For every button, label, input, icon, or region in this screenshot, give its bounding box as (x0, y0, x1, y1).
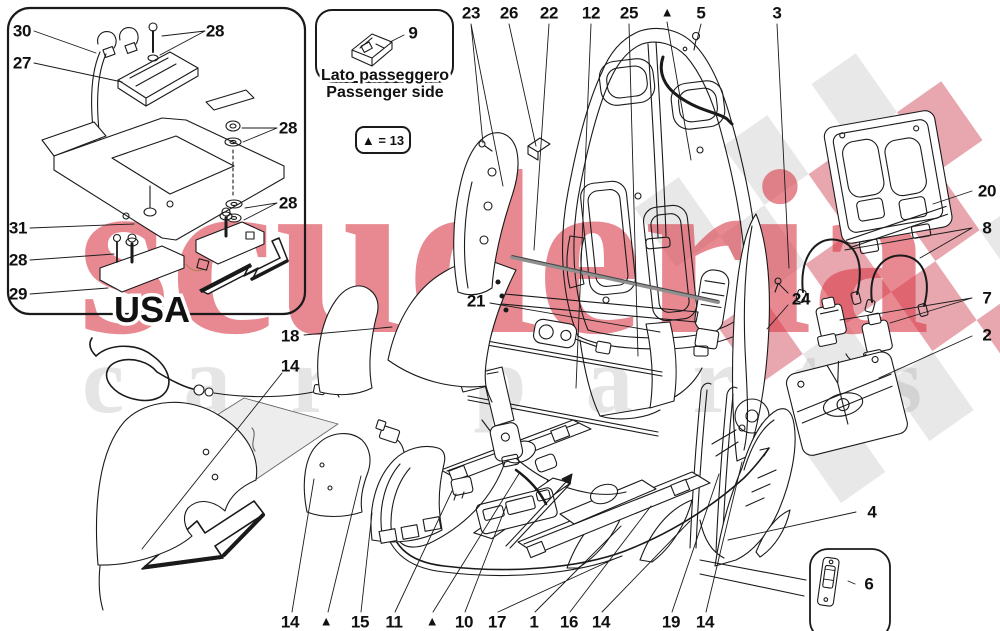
usa-label: USA (114, 289, 190, 330)
callout-10: 10 (454, 612, 474, 631)
callout-20: 20 (977, 181, 997, 201)
callout-28-b: 28 (278, 118, 298, 138)
bowden-cable-loops (795, 238, 929, 317)
callout-23: 23 (461, 3, 481, 23)
callout-19: 19 (661, 612, 681, 631)
callout-7: 7 (982, 288, 992, 308)
callout-28-d: 28 (8, 250, 28, 270)
callout-triangle-top: ▲ (660, 4, 674, 20)
callout-17: 17 (487, 612, 507, 631)
callout-5: 5 (696, 3, 706, 23)
latch-mechanisms (774, 277, 893, 363)
seat-frame (381, 255, 770, 577)
callout-14-b3: 14 (695, 612, 715, 631)
callout-30: 30 (12, 21, 32, 41)
seatbelt-buckle (375, 366, 524, 548)
callout-11: 11 (385, 612, 403, 631)
passenger-label-it: Lato passeggero (321, 67, 449, 84)
usa-inset-box (6, 6, 307, 316)
callout-2: 2 (982, 325, 992, 345)
callout-25: 25 (619, 3, 639, 23)
leader-lines (29, 21, 973, 613)
callout-29: 29 (8, 284, 28, 304)
switch-inset-box (699, 548, 891, 631)
callout-14-b2: 14 (591, 612, 611, 631)
upper-trim-and-clips (453, 132, 551, 296)
callout-16: 16 (559, 612, 579, 631)
legend-box (355, 126, 411, 154)
callout-triangle-b1: ▲ (319, 613, 333, 629)
callout-14-mid: 14 (280, 356, 300, 376)
cushion-side-pieces (303, 433, 446, 544)
callout-28-a: 28 (205, 21, 225, 41)
callout-21: 21 (466, 291, 486, 311)
direction-arrow (141, 500, 265, 570)
callout-1: 1 (529, 612, 539, 631)
passenger-label-en: Passenger side (326, 84, 444, 101)
side-shield-left (95, 401, 258, 611)
passenger-inset-box (315, 9, 454, 83)
side-shield-right (689, 382, 796, 567)
callout-31: 31 (8, 218, 28, 238)
callout-triangle-b2: ▲ (425, 613, 439, 629)
callout-4: 4 (867, 502, 877, 522)
callout-3: 3 (772, 3, 782, 23)
callout-24: 24 (791, 289, 811, 309)
seatback-trim-plate (785, 351, 908, 456)
callout-22: 22 (539, 3, 559, 23)
callout-26: 26 (499, 3, 519, 23)
callout-18: 18 (280, 326, 300, 346)
legend-text: ▲ = 13 (362, 133, 404, 148)
callout-8: 8 (982, 218, 992, 238)
callout-12: 12 (581, 3, 601, 23)
callout-15: 15 (350, 612, 370, 631)
callout-27: 27 (12, 53, 32, 73)
backrest-rear-panel (823, 110, 953, 255)
callout-9: 9 (408, 23, 418, 43)
callout-6: 6 (864, 574, 874, 594)
callout-14-b1: 14 (280, 612, 300, 631)
callout-28-c: 28 (278, 193, 298, 213)
